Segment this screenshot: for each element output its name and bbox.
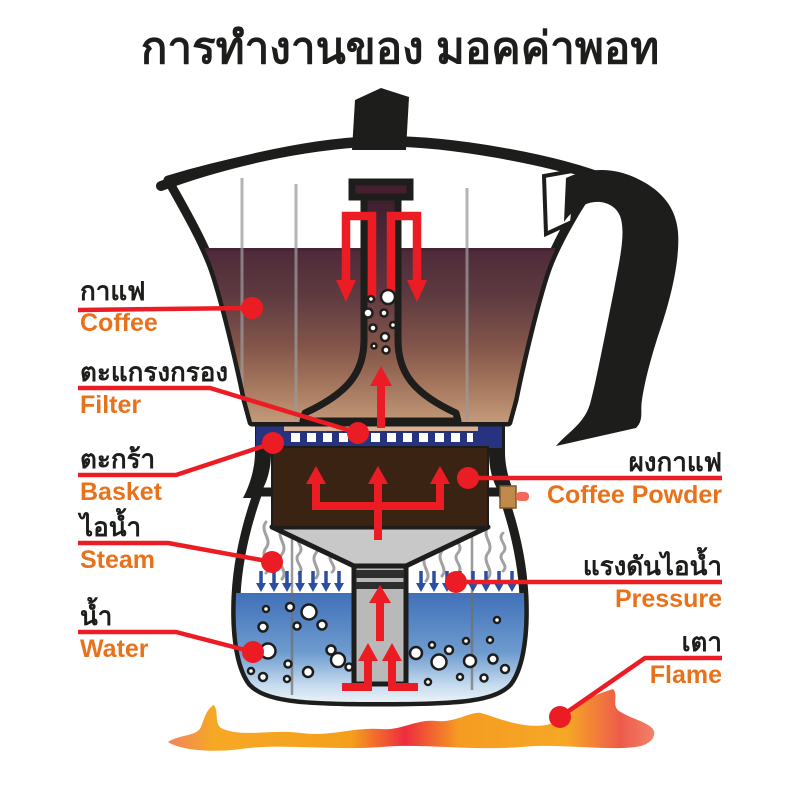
water-label-en: Water <box>80 635 149 663</box>
coffee-label-en: Coffee <box>80 309 158 337</box>
water-label-thai: น้ำ <box>80 596 112 631</box>
basket-callout-line <box>78 440 274 478</box>
callout-lines <box>77 305 722 719</box>
callout-dots <box>241 297 571 728</box>
filter-callout-line <box>78 385 359 436</box>
water-flow-arrows <box>342 601 418 691</box>
basket-steam-arrows <box>312 482 444 540</box>
flame-callout-line <box>558 655 722 719</box>
coffee-label-thai: กาแฟ <box>80 276 146 306</box>
flame-label-thai: เตา <box>682 627 722 657</box>
steam-label-thai: ไอน้ำ <box>77 507 141 542</box>
labels-left: กาแฟ Coffee ตะแกรงกรอง Filter ตะกร้า Bas… <box>77 276 228 663</box>
pressure-label-thai: แรงดันไอน้ำ <box>583 546 722 581</box>
safety-valve <box>499 485 517 509</box>
tube-gasket <box>356 570 404 578</box>
basket-label-en: Basket <box>80 478 163 506</box>
filter-label-thai: ตะแกรงกรอง <box>80 357 228 387</box>
flame-label-en: Flame <box>650 661 722 689</box>
basket-steam-arrowheads <box>306 466 450 484</box>
steam-label-en: Steam <box>80 546 155 574</box>
lid-lip-line <box>557 162 613 187</box>
handle-assembly <box>156 88 679 446</box>
lid-knob <box>352 88 409 150</box>
basket-label-thai: ตะกร้า <box>80 444 155 474</box>
water-bubbles <box>246 601 511 687</box>
coffee-callout-line <box>77 305 253 313</box>
filter-label-en: Filter <box>80 391 141 419</box>
page-title: การทำงานของ มอคค่าพอท <box>141 24 660 73</box>
pressure-label-en: Pressure <box>615 585 722 613</box>
flame-graphic <box>168 689 655 751</box>
coffee-fountain-arrowheads <box>336 280 427 302</box>
lid-rim <box>156 135 615 191</box>
water-callout-line <box>78 629 254 655</box>
coffee-powder-label-thai: ผงกาแฟ <box>629 447 722 477</box>
chimney-up-arrow <box>370 366 392 428</box>
coffee-powder-label-en: Coffee Powder <box>547 481 722 509</box>
safety-valve-nub <box>516 492 529 501</box>
coffee-fountain-arrows <box>341 211 422 298</box>
chimney-cap <box>348 178 414 201</box>
steam-callout-line <box>78 540 273 565</box>
labels-right: ผงกาแฟ Coffee Powder แรงดันไอน้ำ Pressur… <box>547 447 722 689</box>
chimney-bubbles <box>362 288 398 355</box>
water-flow-arrowheads <box>358 585 402 661</box>
bottom-chamber <box>231 487 529 707</box>
chimney-column <box>299 192 462 425</box>
handle <box>556 169 679 446</box>
filter-holes <box>291 433 473 442</box>
